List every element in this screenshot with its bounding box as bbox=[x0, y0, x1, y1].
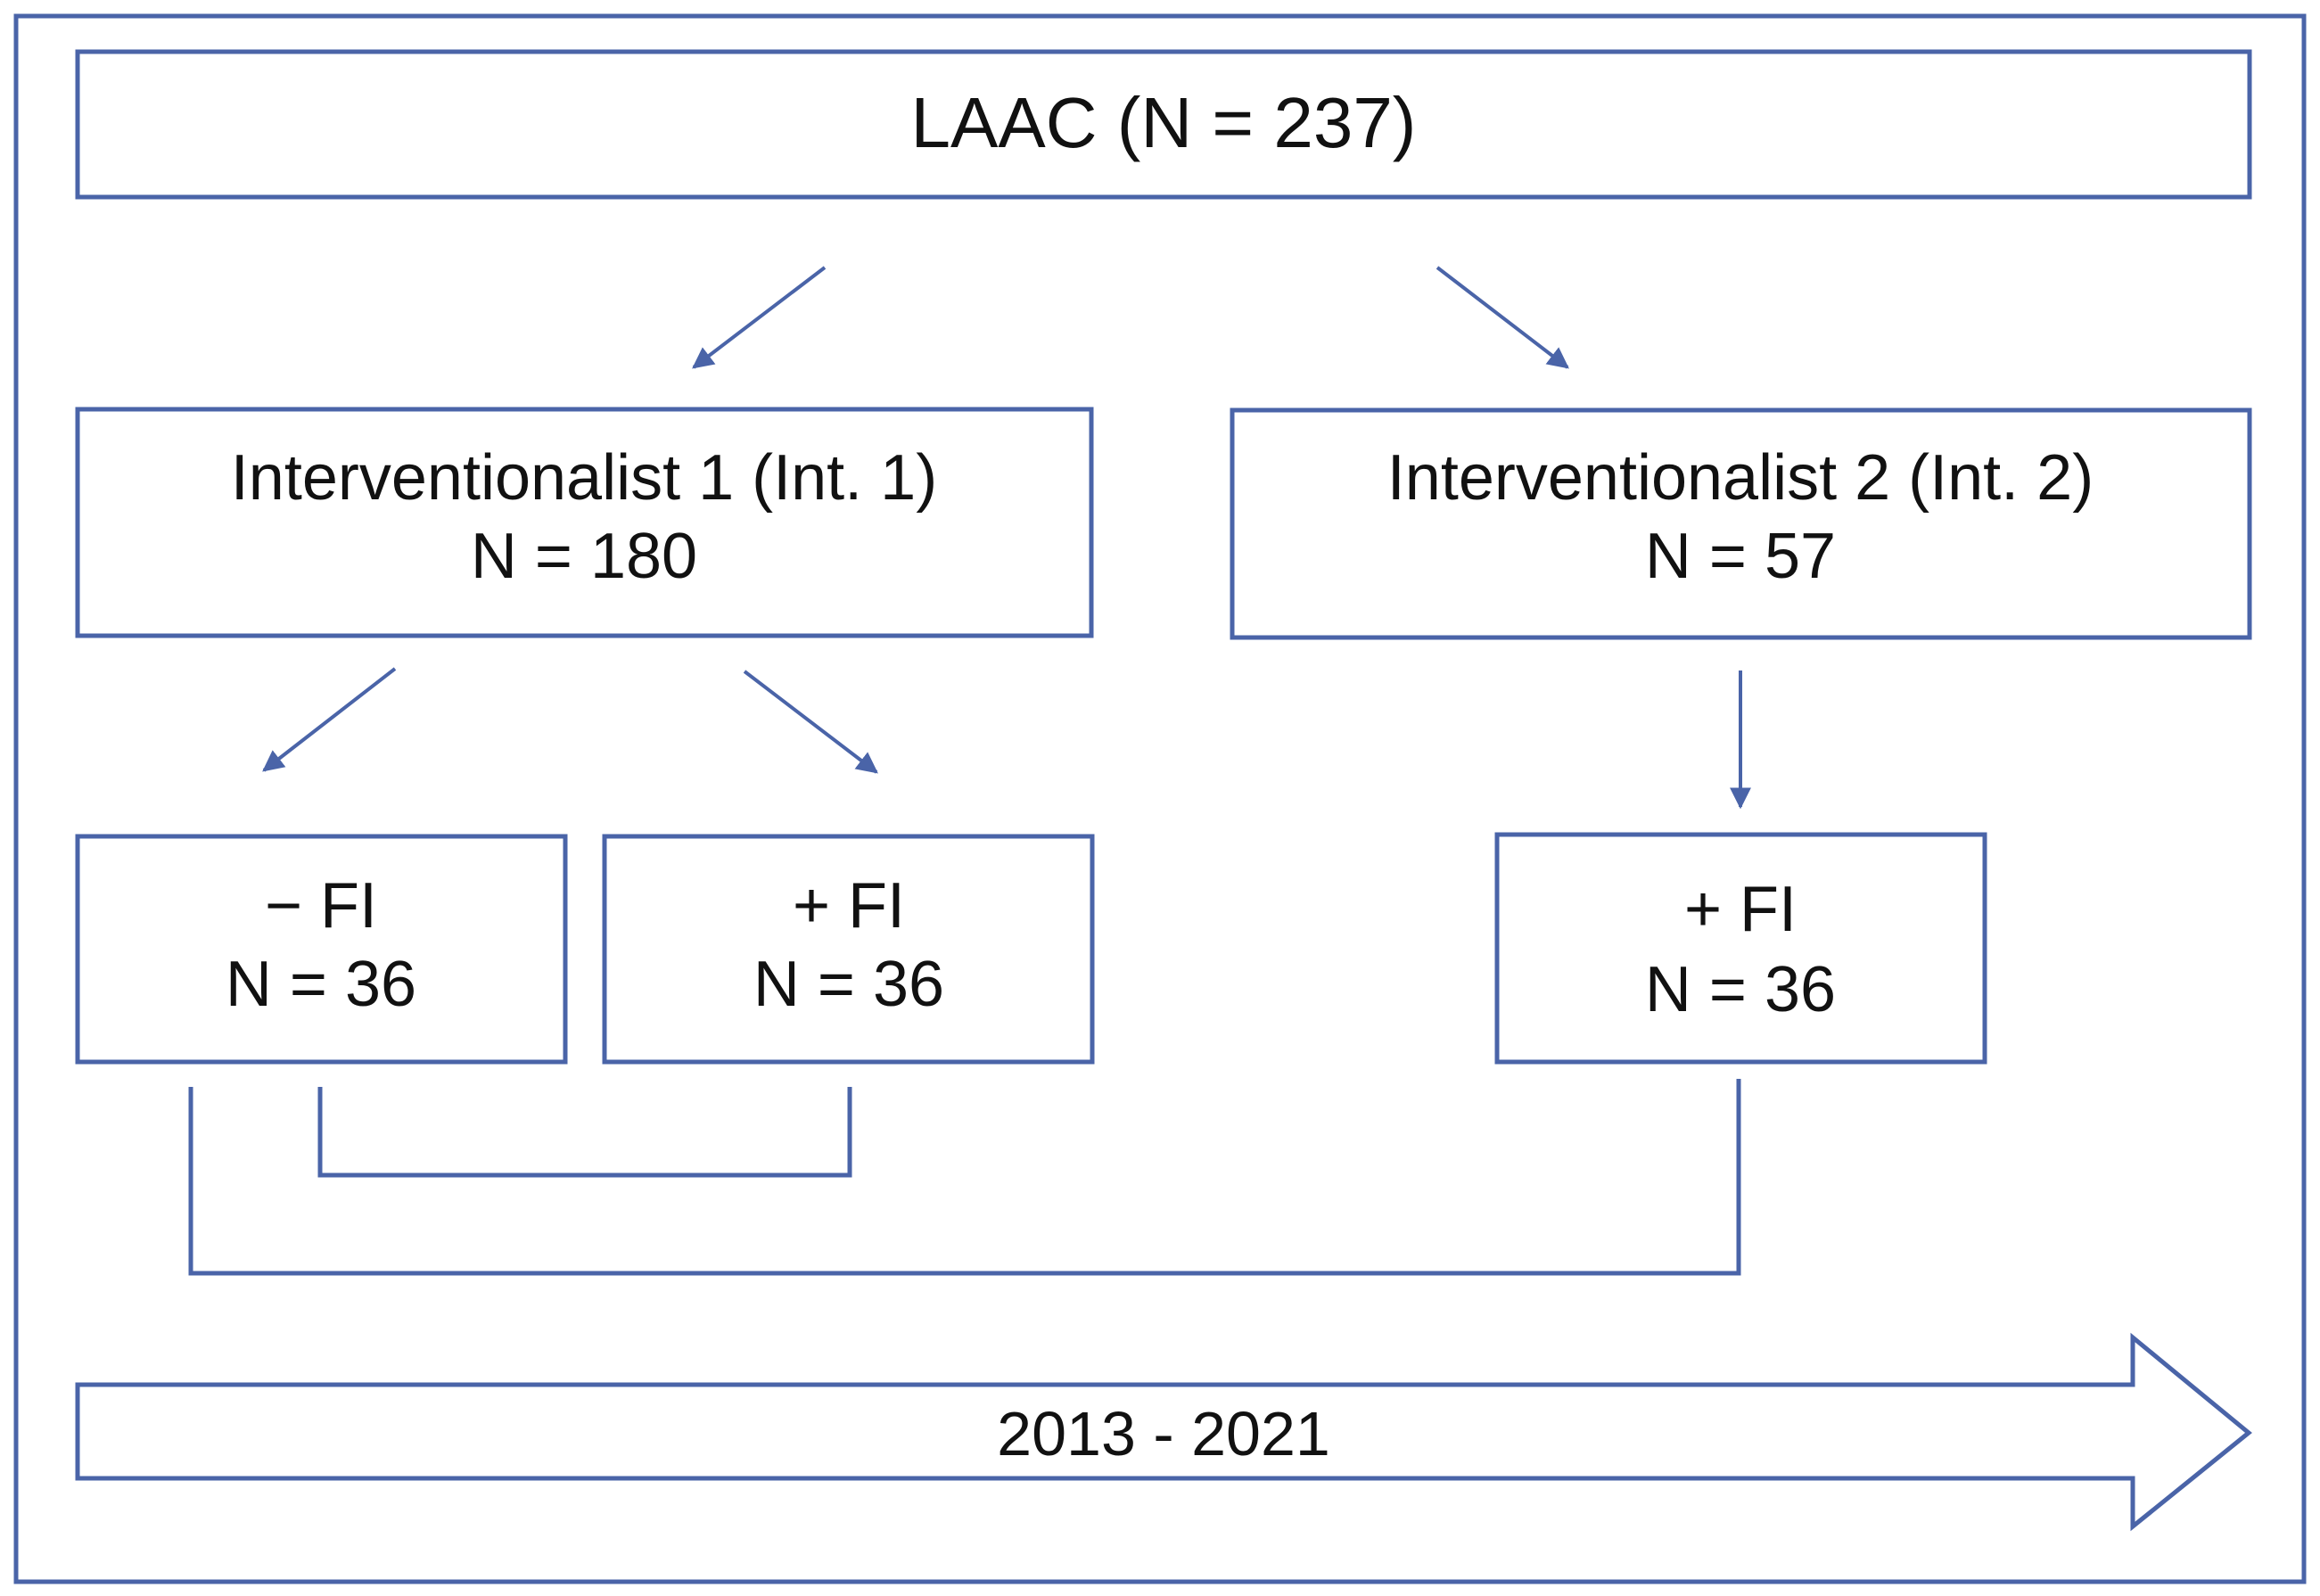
int2-plus-fi-node: + FI N = 36 bbox=[1494, 832, 1987, 1065]
int2-title: Interventionalist 2 (Int. 2) bbox=[1387, 442, 2094, 514]
int1-title: Interventionalist 1 (Int. 1) bbox=[231, 442, 937, 514]
int1-plus-fi-count: N = 36 bbox=[753, 949, 944, 1020]
root-label: LAAC (N = 237) bbox=[911, 83, 1417, 162]
int1-count: N = 180 bbox=[471, 521, 697, 592]
int1-minus-fi-node: − FI N = 36 bbox=[75, 834, 568, 1065]
int2-plus-fi-title: + FI bbox=[1684, 874, 1797, 945]
arrow-int1-to-minus-fi bbox=[262, 667, 397, 772]
arrow-root-to-int1 bbox=[692, 266, 827, 369]
bracket-cross-comparison bbox=[188, 1079, 1741, 1276]
int2-plus-fi-count: N = 36 bbox=[1645, 954, 1836, 1025]
timeline-label: 2013 - 2021 bbox=[997, 1399, 1330, 1468]
int1-plus-fi-node: + FI N = 36 bbox=[602, 834, 1095, 1065]
int1-node: Interventionalist 1 (Int. 1) N = 180 bbox=[75, 407, 1094, 638]
int1-plus-fi-title: + FI bbox=[793, 870, 905, 942]
outer-frame bbox=[13, 13, 2307, 1584]
bracket-int1-comparison bbox=[317, 1087, 852, 1178]
arrow-int1-to-plus-fi bbox=[743, 670, 878, 774]
int2-node: Interventionalist 2 (Int. 2) N = 57 bbox=[1230, 407, 2252, 640]
int2-count: N = 57 bbox=[1645, 521, 1836, 592]
root-node: LAAC (N = 237) bbox=[75, 49, 2252, 200]
int1-minus-fi-count: N = 36 bbox=[226, 949, 416, 1020]
timeline-arrow: 2013 - 2021 bbox=[75, 1332, 2252, 1532]
arrow-root-to-int2 bbox=[1436, 266, 1569, 369]
int1-minus-fi-title: − FI bbox=[265, 870, 377, 942]
